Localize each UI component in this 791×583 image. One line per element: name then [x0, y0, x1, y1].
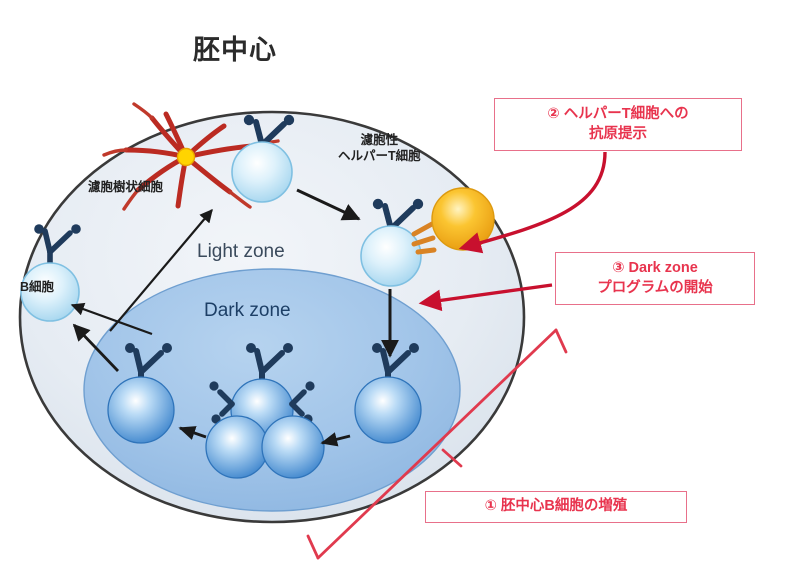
label-follicular-dendritic-cell: 濾胞樹状細胞 — [88, 180, 164, 194]
fdc-nucleus — [176, 147, 196, 167]
b-cell-light-zone-interacting — [360, 198, 424, 287]
callout-step-2: ② ヘルパーT細胞への 抗原提示 — [494, 98, 742, 152]
callout-step-3: ③ Dark zone プログラムの開始 — [555, 252, 755, 306]
b-cell-dark-zone-daughter-left — [205, 415, 269, 479]
label-follicular-helper-t-cell: 濾胞性 ヘルパーT細胞 — [338, 133, 421, 163]
b-cell-light-zone-left — [20, 224, 81, 322]
arrow-recycle-to-lightzone — [72, 323, 120, 372]
leader-line-b-cell — [70, 302, 153, 336]
b-cell-dark-zone-left — [107, 343, 175, 444]
red-arrow-step-3 — [418, 283, 553, 312]
b-cell-light-zone-top — [231, 114, 295, 203]
callout-step-1: ① 胚中心B細胞の増殖 — [425, 491, 687, 523]
b-cell-dark-zone-daughter-right — [261, 415, 325, 479]
b-cell-dark-zone-dividing-receptors — [217, 389, 307, 417]
figure-title: 胚中心 — [193, 35, 277, 65]
red-bracket-step-1 — [306, 328, 568, 560]
label-b-cell: B細胞 — [20, 280, 55, 294]
leader-line-fdc — [109, 208, 213, 332]
zone-label-light: Light zone — [197, 241, 285, 262]
arrow-proliferation-right — [320, 432, 351, 447]
b-cell-dark-zone-right — [354, 343, 422, 444]
arrow-bcell-to-tfh — [296, 188, 361, 221]
zone-label-dark: Dark zone — [204, 300, 291, 321]
red-arrow-step-2 — [458, 151, 607, 254]
arrow-proliferation-left — [178, 426, 207, 440]
tfh-contact-receptors — [411, 221, 437, 255]
